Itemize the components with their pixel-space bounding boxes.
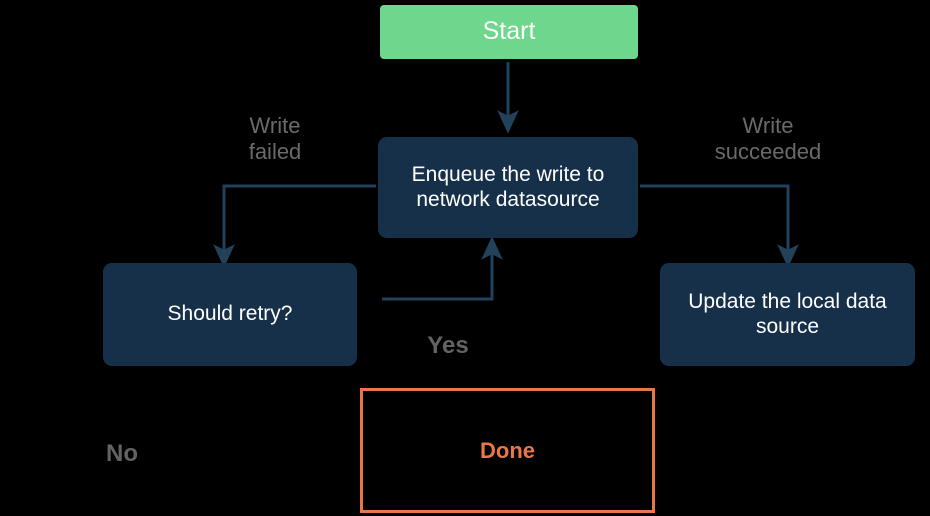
node-update-local-data-source[interactable]: Update the local data source bbox=[660, 263, 915, 366]
node-start[interactable]: Start bbox=[380, 5, 638, 59]
node-enqueue-label: Enqueue the write to network datasource bbox=[411, 162, 605, 211]
edge-label-write-failed: Write failed bbox=[248, 113, 302, 164]
node-update-local-data-source-label: Update the local data source bbox=[688, 289, 887, 338]
node-should-retry[interactable]: Should retry? bbox=[103, 263, 357, 366]
edge-label-no: No bbox=[106, 440, 138, 467]
node-done[interactable]: Done bbox=[360, 388, 655, 513]
edge-enqueue-to-retry bbox=[213, 184, 376, 268]
node-should-retry-label: Should retry? bbox=[167, 302, 293, 326]
edge-label-yes: Yes bbox=[427, 332, 469, 359]
edge-retry-to-enqueue bbox=[382, 236, 503, 301]
node-done-label: Done bbox=[480, 437, 535, 463]
edge-enqueue-to-update bbox=[640, 184, 799, 268]
node-enqueue[interactable]: Enqueue the write to network datasource bbox=[378, 137, 638, 238]
edge-label-write-succeeded: Write succeeded bbox=[714, 113, 822, 164]
node-start-label: Start bbox=[482, 17, 536, 46]
